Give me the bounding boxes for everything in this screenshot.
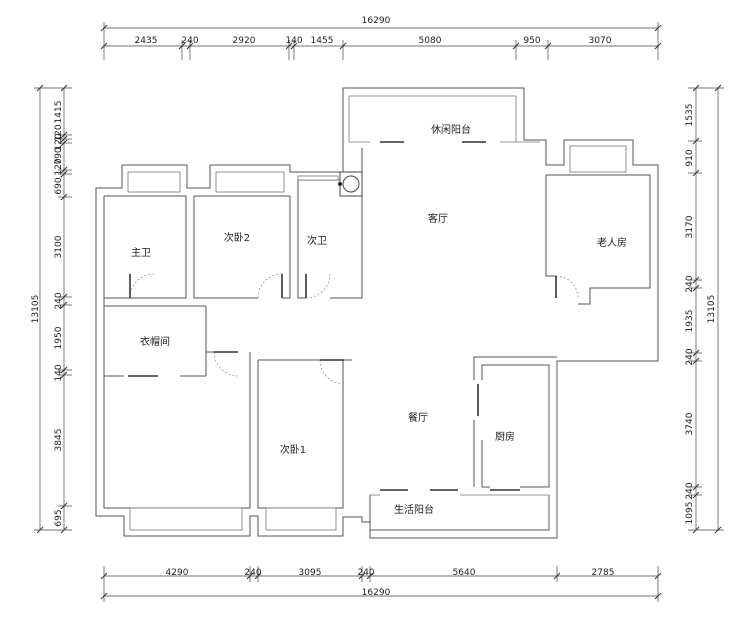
window [215, 171, 285, 193]
room-label-cloakroom: 衣帽间 [140, 335, 170, 348]
right-dimension-segment: 3740 [685, 412, 695, 435]
top-dimension-chain: 16290 2435 240 2920 140 1455 5080 950 30… [100, 16, 662, 60]
windows [127, 145, 627, 531]
right-dimension-segment: 3170 [685, 215, 695, 238]
top-dimension-segment: 2435 [135, 36, 158, 46]
right-total-dimension: 13105 [707, 295, 717, 324]
left-dimension-chain: 13105 1415 120 120 790 120 690 3100 240 … [31, 84, 72, 534]
right-dimension-segment: 910 [685, 149, 695, 166]
right-dimension-segment: 1535 [685, 104, 695, 127]
left-dimension-segment: 140 [54, 364, 64, 381]
bottom-total-dimension: 16290 [362, 588, 391, 598]
room-label-dining-room: 餐厅 [408, 411, 428, 424]
window [265, 507, 337, 531]
room-label-second-bath: 次卫 [307, 234, 327, 247]
left-dimension-segment: 240 [54, 292, 64, 309]
left-dimension-segment: 1950 [54, 326, 64, 349]
top-dimension-segment: 1455 [311, 36, 334, 46]
right-dimension-segment: 1095 [685, 502, 695, 525]
right-dimension-segment: 240 [685, 275, 695, 292]
left-dimension-segment: 1415 [54, 101, 64, 124]
bottom-dimension-segment: 5640 [453, 568, 476, 578]
room-label-kitchen: 厨房 [495, 430, 515, 443]
room-label-living-room: 客厅 [428, 212, 448, 225]
right-dimension-segment: 240 [685, 482, 695, 499]
room-label-master-bath: 主卫 [131, 247, 151, 259]
left-dimension-segment: 120 [54, 124, 64, 141]
room-label-bedroom2: 次卧2 [224, 231, 250, 244]
right-dimension-chain: 1535 910 3170 240 1935 240 3740 240 1095… [685, 84, 724, 534]
top-dimension-segment: 2920 [233, 36, 256, 46]
top-dimension-segment: 5080 [419, 36, 442, 46]
right-dimension-segment: 240 [685, 348, 695, 365]
window [297, 175, 339, 181]
left-dimension-segment: 695 [54, 509, 64, 526]
bottom-dimension-segment: 240 [244, 568, 261, 578]
doors [128, 141, 579, 491]
fixtures [338, 171, 363, 197]
bottom-dimension-segment: 240 [357, 568, 374, 578]
bottom-dimension-chain: 4290 240 3095 240 5640 2785 16290 [100, 566, 662, 602]
right-dimension-segment: 1935 [685, 310, 695, 333]
window [127, 171, 181, 193]
bottom-dimension-segment: 4290 [166, 568, 189, 578]
top-dimension-segment: 140 [285, 36, 302, 46]
top-total-dimension: 16290 [362, 16, 391, 26]
room-label-utility-balcony: 生活阳台 [394, 503, 434, 516]
left-total-dimension: 13105 [31, 295, 41, 324]
room-label-bedroom1: 次卧1 [280, 443, 306, 456]
room-label-elder-room: 老人房 [597, 236, 627, 249]
room-label-leisure-balcony: 休闲阳台 [431, 123, 471, 136]
floor-drain-icon [342, 175, 360, 193]
left-dimension-segment: 3100 [54, 235, 64, 258]
window [569, 145, 627, 173]
walls [95, 87, 659, 539]
left-dimension-segment: 120 [54, 133, 64, 150]
left-dimension-segment: 690 [54, 177, 64, 194]
room-labels: 主卫 次卧2 次卫 休闲阳台 客厅 老人房 衣帽间 次卧1 餐厅 厨房 生活阳台 [131, 123, 627, 516]
bottom-dimension-segment: 2785 [592, 568, 615, 578]
left-dimension-segment: 790 [54, 147, 64, 164]
pipe-icon [338, 182, 342, 186]
top-dimension-segment: 3070 [589, 36, 612, 46]
window [129, 507, 243, 531]
bottom-dimension-segment: 3095 [299, 568, 322, 578]
top-dimension-segment: 950 [523, 36, 540, 46]
left-dimension-segment: 120 [54, 158, 64, 175]
left-dimension-segment: 3845 [54, 429, 64, 452]
top-dimension-segment: 240 [181, 36, 198, 46]
